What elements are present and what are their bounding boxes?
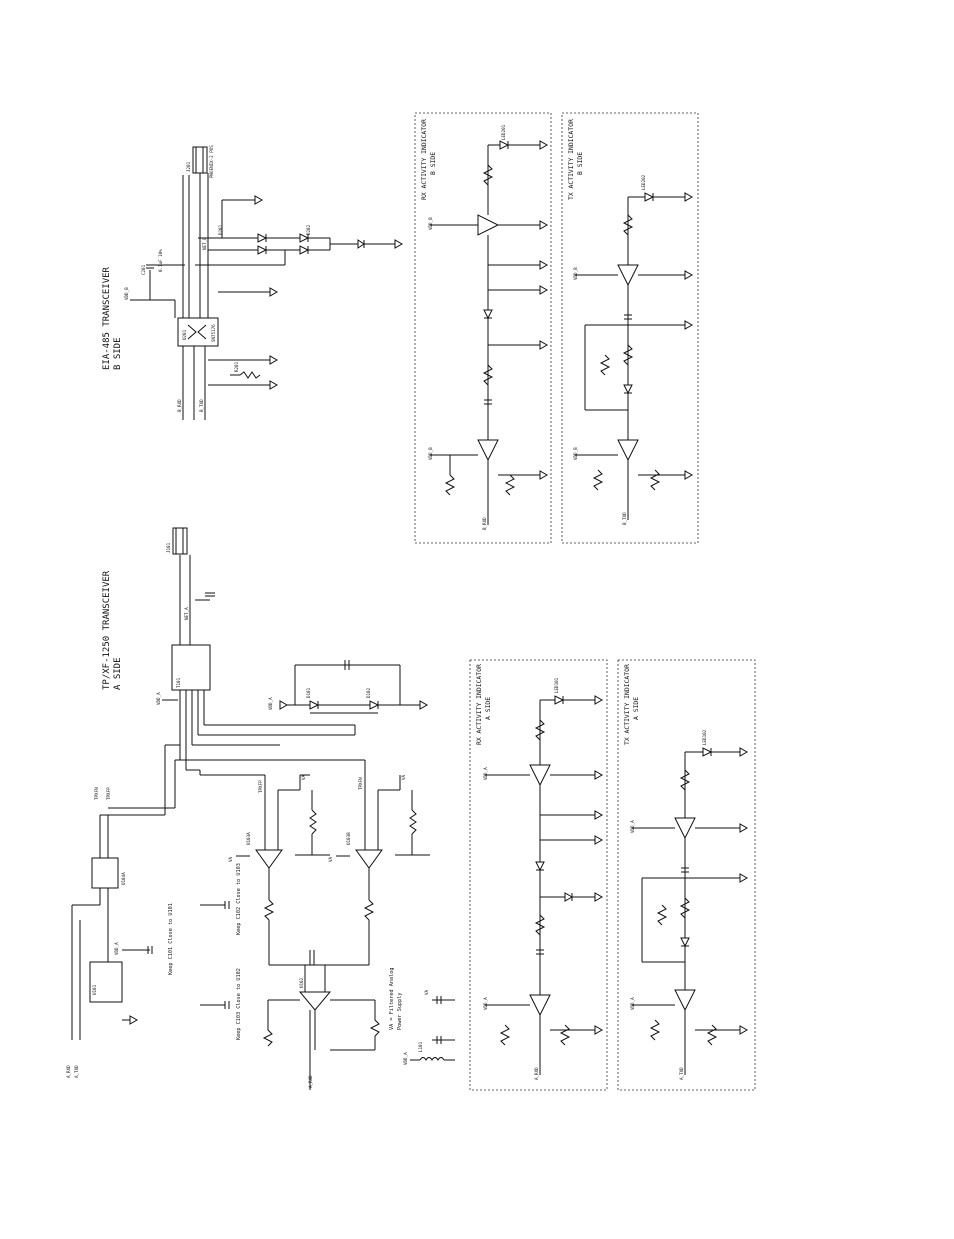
rx-b-title-line2: B SIDE [429, 152, 437, 175]
tpxf-title-line1: TP/XF-1250 TRANSCEIVER [102, 570, 112, 690]
label-u102: U102 [299, 977, 304, 988]
label-u103b: U103B [346, 832, 351, 845]
panel-tx-a-side: TX ACTIVITY INDICATOR A SIDE LED102 VDD_… [617, 659, 756, 1091]
rx-b-input-b-rxd: B_RXD [482, 517, 487, 530]
label-d101: D101 [306, 687, 311, 698]
tx-b-title-line1: TX ACTIVITY INDICATOR [567, 119, 575, 200]
rx-a-input-a-rxd: A_RXD [534, 1067, 539, 1080]
ic-u104a [91, 857, 119, 889]
panel-rx-b-side: RX ACTIVITY INDICATOR B SIDE VDD_B LED20… [414, 112, 552, 544]
tx-b-title-line2: B SIDE [576, 152, 584, 175]
rx-a-vdd-top: VDD_A [483, 767, 488, 780]
net-va-5: VA [424, 989, 429, 995]
label-u201: U201 [182, 329, 187, 340]
net-a-rxd-u102: A_RXD [308, 1075, 313, 1088]
net-va-2: VA [401, 774, 406, 780]
tx-a-comparator-2 [674, 817, 696, 840]
net-va-4: VA [328, 856, 333, 862]
net-vdd-b-u201: VDD_B [124, 287, 129, 300]
rx-a-comparator-1 [529, 994, 551, 1017]
net-tpxfp: TPXFP [106, 787, 111, 800]
tx-a-input-a-txd: A_TXD [679, 1067, 684, 1080]
tx-b-vdd-top: VDD_B [573, 267, 578, 280]
tpxf-title-line2: A SIDE [113, 657, 123, 690]
connector-j101 [172, 527, 188, 555]
label-t101: T101 [176, 677, 181, 688]
net-label-net-a: NET_A [184, 607, 189, 620]
net-b-rxd-u201: B_RXD [177, 399, 182, 412]
eia485-transceiver-b-side: EIA-485 TRANSCEIVER B SIDE J201 PHOENIX-… [102, 145, 404, 420]
note-keep-c102: Keep C102 Close to U103 [236, 863, 242, 935]
svg-text:PHOENIX-2 POS: PHOENIX-2 POS [209, 145, 214, 178]
panel-tx-b-side: TX ACTIVITY INDICATOR B SIDE LED202 VDD_… [561, 112, 699, 544]
eia485-title-line2: B SIDE [113, 337, 123, 370]
label-led201: LED201 [501, 124, 506, 140]
label-d102: D102 [366, 687, 371, 698]
net-tpxfn-u103: TPXFN [358, 777, 363, 790]
note-va-line2: Power Supply [397, 993, 403, 1030]
transformer-t101 [171, 644, 211, 691]
net-tpxfn: TPXFN [94, 787, 99, 800]
label-led202: LED202 [641, 174, 646, 190]
rx-b-comparator-2 [477, 214, 500, 236]
svg-text:SN75176: SN75176 [211, 324, 216, 342]
net-a-txd-u101: A_TXD [74, 1065, 79, 1078]
tx-b-comparator-2 [617, 264, 639, 287]
label-led101: LED101 [554, 677, 559, 693]
rx-b-title-line1: RX ACTIVITY INDICATOR [420, 119, 428, 200]
rx-a-title-line2: A SIDE [484, 697, 492, 720]
note-keep-c103: Keep C103 Close to U102 [236, 968, 242, 1040]
panel-rx-a-side: RX ACTIVITY INDICATOR A SIDE LED101 VDD_… [469, 659, 608, 1091]
net-label-net-b: NET_B [202, 237, 207, 250]
rx-b-vdd-top: VDD_B [428, 217, 433, 230]
tx-a-comparator-1 [674, 989, 696, 1012]
tx-a-title-line1: TX ACTIVITY INDICATOR [623, 664, 631, 745]
tpxf-transceiver-a-side: TP/XF-1250 TRANSCEIVER A SIDE J101 T101 … [66, 527, 455, 1090]
net-tpxfp-u103: TPXFP [258, 780, 263, 793]
tx-b-comparator-1 [617, 439, 639, 462]
svg-text:0.1uF 10%: 0.1uF 10% [158, 249, 163, 272]
label-d202: D202 [306, 224, 311, 235]
label-c201: C201 [141, 264, 146, 275]
label-u103a: U103A [246, 832, 251, 845]
rx-a-comparator-2 [529, 764, 551, 787]
net-vdd-a-t101: VDD_A [156, 692, 161, 705]
label-j201: J201 [186, 161, 191, 172]
ic-u101 [89, 961, 123, 1003]
rx-a-title-line1: RX ACTIVITY INDICATOR [475, 664, 483, 745]
label-r201: R201 [234, 361, 239, 372]
label-j101: J101 [166, 542, 171, 553]
label-u104a: U104A [121, 872, 126, 885]
net-va-1: VA [301, 774, 306, 780]
net-b-txd-u201: B_TXD [199, 399, 204, 412]
connector-j201 [192, 146, 208, 174]
label-d201: D201 [218, 224, 223, 235]
comparator-u103b [355, 849, 383, 869]
comparator-u103a [255, 849, 283, 869]
tx-a-vdd-top: VDD_A [630, 820, 635, 833]
label-u101: U101 [92, 984, 97, 995]
tx-a-title-line2: A SIDE [632, 697, 640, 720]
net-vdd-a-u101: VDD_A [114, 942, 119, 955]
tx-a-vdd-bottom: VDD_A [630, 997, 635, 1010]
tx-b-vdd-bottom: VDD_B [573, 447, 578, 460]
label-l101: L101 [418, 1041, 423, 1052]
eia485-title-line1: EIA-485 TRANSCEIVER [102, 266, 112, 370]
rx-a-vdd-bottom: VDD_A [483, 997, 488, 1010]
note-keep-c101: Keep C101 Close to U101 [168, 903, 174, 975]
note-va-line1: VA = Filtered Analog [389, 968, 395, 1030]
net-a-rxd-u101: A_RXD [66, 1065, 71, 1078]
net-vdd-a-bridge: VDD_A [268, 697, 273, 710]
rx-b-comparator-1 [477, 439, 499, 462]
label-led102: LED102 [702, 729, 707, 745]
net-va-3: VA [228, 856, 233, 862]
amp-u102 [298, 991, 332, 1011]
net-vdd-a-l101: VDD_A [403, 1052, 408, 1065]
tx-b-input-b-txd: B_TXD [622, 512, 627, 525]
rx-b-vdd-bottom: VDD_B [428, 447, 433, 460]
